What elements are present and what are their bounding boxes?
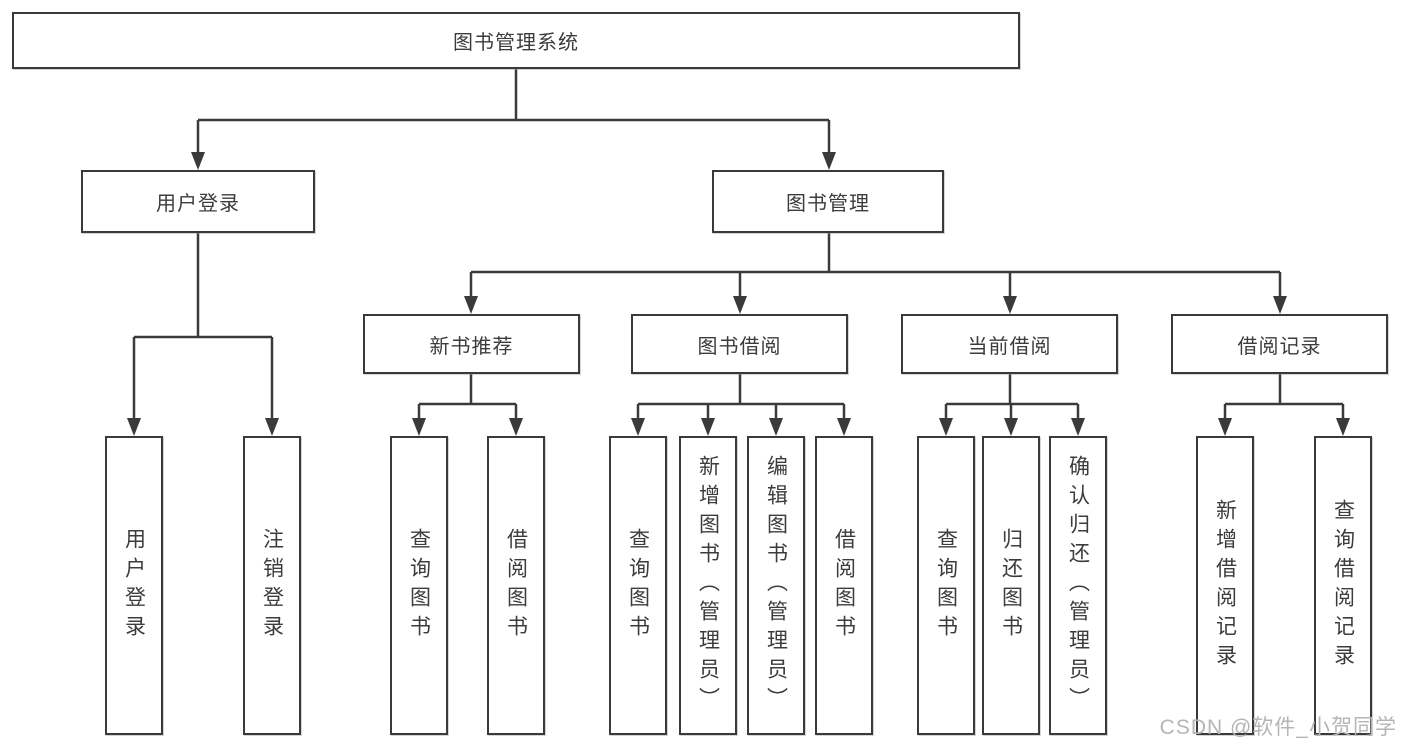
leaf-add-borrow-record: 新增借阅记录	[1196, 436, 1254, 735]
node-new-book-recommend: 新书推荐	[363, 314, 580, 374]
leaf-return-books-label: 归还图书	[999, 527, 1023, 644]
leaf-logout-label: 注销登录	[260, 527, 284, 644]
leaf-query-books-recommend: 查询图书	[390, 436, 448, 735]
leaf-edit-book-admin-label: 编辑图书（管理员）	[764, 455, 788, 716]
node-library-system: 图书管理系统	[12, 12, 1020, 69]
leaf-query-books-borrow-label: 查询图书	[626, 527, 650, 644]
leaf-edit-book-admin: 编辑图书（管理员）	[747, 436, 805, 735]
leaf-logout: 注销登录	[243, 436, 301, 735]
node-book-borrowing: 图书借阅	[631, 314, 848, 374]
leaf-borrow-books-recommend: 借阅图书	[487, 436, 545, 735]
elbow-connectors	[132, 69, 1345, 432]
leaf-user-login: 用户登录	[105, 436, 163, 735]
leaf-user-login-label: 用户登录	[122, 527, 146, 644]
leaf-query-books-borrow: 查询图书	[609, 436, 667, 735]
leaf-return-books: 归还图书	[982, 436, 1040, 735]
watermark: CSDN @软件_小贺同学	[1159, 716, 1397, 739]
node-borrow-records: 借阅记录	[1171, 314, 1388, 374]
node-book-management: 图书管理	[712, 170, 944, 233]
node-current-borrowing: 当前借阅	[901, 314, 1118, 374]
leaf-borrow-books-label: 借阅图书	[832, 527, 856, 644]
leaf-add-book-admin: 新增图书（管理员）	[679, 436, 737, 735]
leaf-confirm-return-admin: 确认归还（管理员）	[1049, 436, 1107, 735]
leaf-query-books-recommend-label: 查询图书	[407, 527, 431, 644]
leaf-confirm-return-admin-label: 确认归还（管理员）	[1066, 455, 1090, 716]
leaf-borrow-books: 借阅图书	[815, 436, 873, 735]
node-user-login: 用户登录	[81, 170, 315, 233]
leaf-query-books-current: 查询图书	[917, 436, 975, 735]
leaf-query-borrow-record-label: 查询借阅记录	[1331, 498, 1355, 673]
leaf-borrow-books-recommend-label: 借阅图书	[504, 527, 528, 644]
leaf-query-books-current-label: 查询图书	[934, 527, 958, 644]
leaf-add-borrow-record-label: 新增借阅记录	[1213, 498, 1237, 673]
leaf-query-borrow-record: 查询借阅记录	[1314, 436, 1372, 735]
leaf-add-book-admin-label: 新增图书（管理员）	[696, 455, 720, 716]
